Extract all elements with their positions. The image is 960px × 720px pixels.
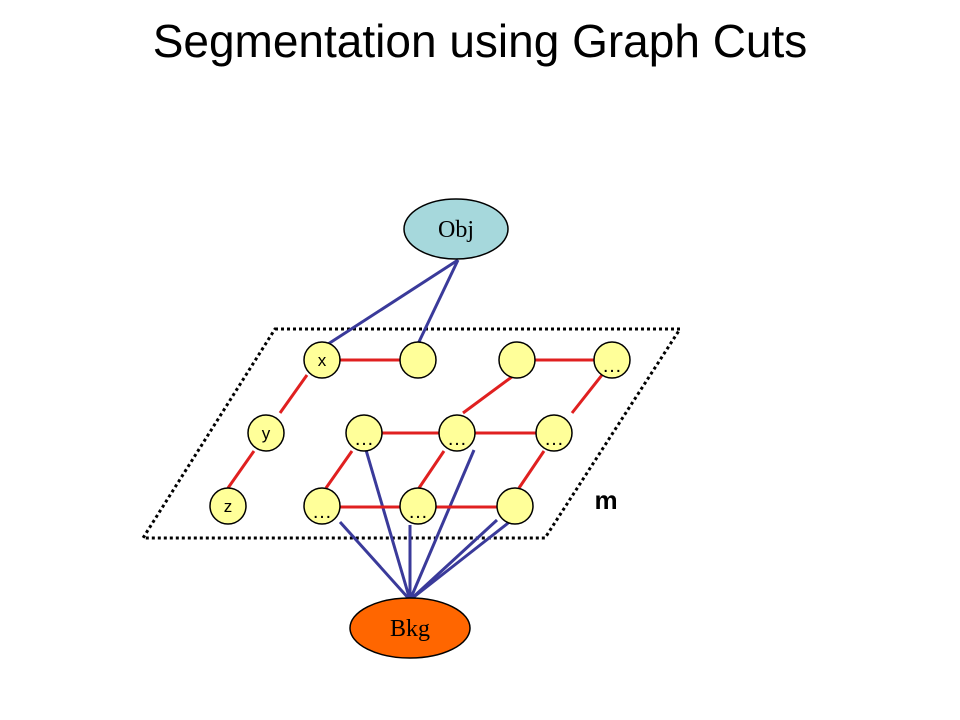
svg-text:x: x	[318, 351, 327, 370]
bkg-edge-1	[364, 449, 412, 601]
node-y: y	[247, 414, 285, 452]
slide-title: Segmentation using Graph Cuts	[152, 15, 808, 67]
bkg-edge-5	[408, 518, 499, 602]
pixel-nodes: x … y … … … z	[209, 341, 631, 525]
node-row3-col2: …	[303, 487, 341, 525]
grid-edges	[226, 358, 604, 509]
node-row3-col3: …	[399, 487, 437, 525]
plane-label-m: m	[594, 485, 617, 515]
obj-terminal: Obj	[403, 198, 509, 260]
node-row2-col3: …	[438, 414, 476, 452]
svg-text:y: y	[262, 424, 271, 443]
obj-edge-b	[415, 259, 460, 347]
svg-text:z: z	[224, 497, 233, 516]
obj-edges	[324, 258, 460, 348]
svg-text:…: …	[408, 501, 428, 523]
svg-text:…: …	[354, 428, 374, 450]
node-z: z	[209, 487, 247, 525]
svg-text:Obj: Obj	[438, 217, 474, 243]
svg-text:…: …	[544, 428, 564, 450]
node-row1-col3	[498, 341, 536, 379]
node-row3-col4	[496, 487, 534, 525]
obj-edge-x	[324, 258, 459, 348]
bkg-terminal: Bkg	[349, 597, 471, 659]
svg-text:…: …	[447, 428, 467, 450]
node-x: x	[303, 341, 341, 379]
node-row2-col2: …	[345, 414, 383, 452]
bkg-edges	[338, 449, 513, 602]
svg-text:Bkg: Bkg	[390, 616, 430, 642]
bkg-edge-3	[338, 520, 412, 602]
svg-text:…: …	[602, 355, 622, 377]
image-plane	[140, 327, 683, 540]
bkg-edge-2	[408, 449, 476, 601]
node-row2-col4: …	[535, 414, 573, 452]
bkg-edge-6	[409, 518, 513, 602]
svg-text:…: …	[312, 501, 332, 523]
node-row1-col2	[399, 341, 437, 379]
node-row1-col4: …	[593, 341, 631, 379]
